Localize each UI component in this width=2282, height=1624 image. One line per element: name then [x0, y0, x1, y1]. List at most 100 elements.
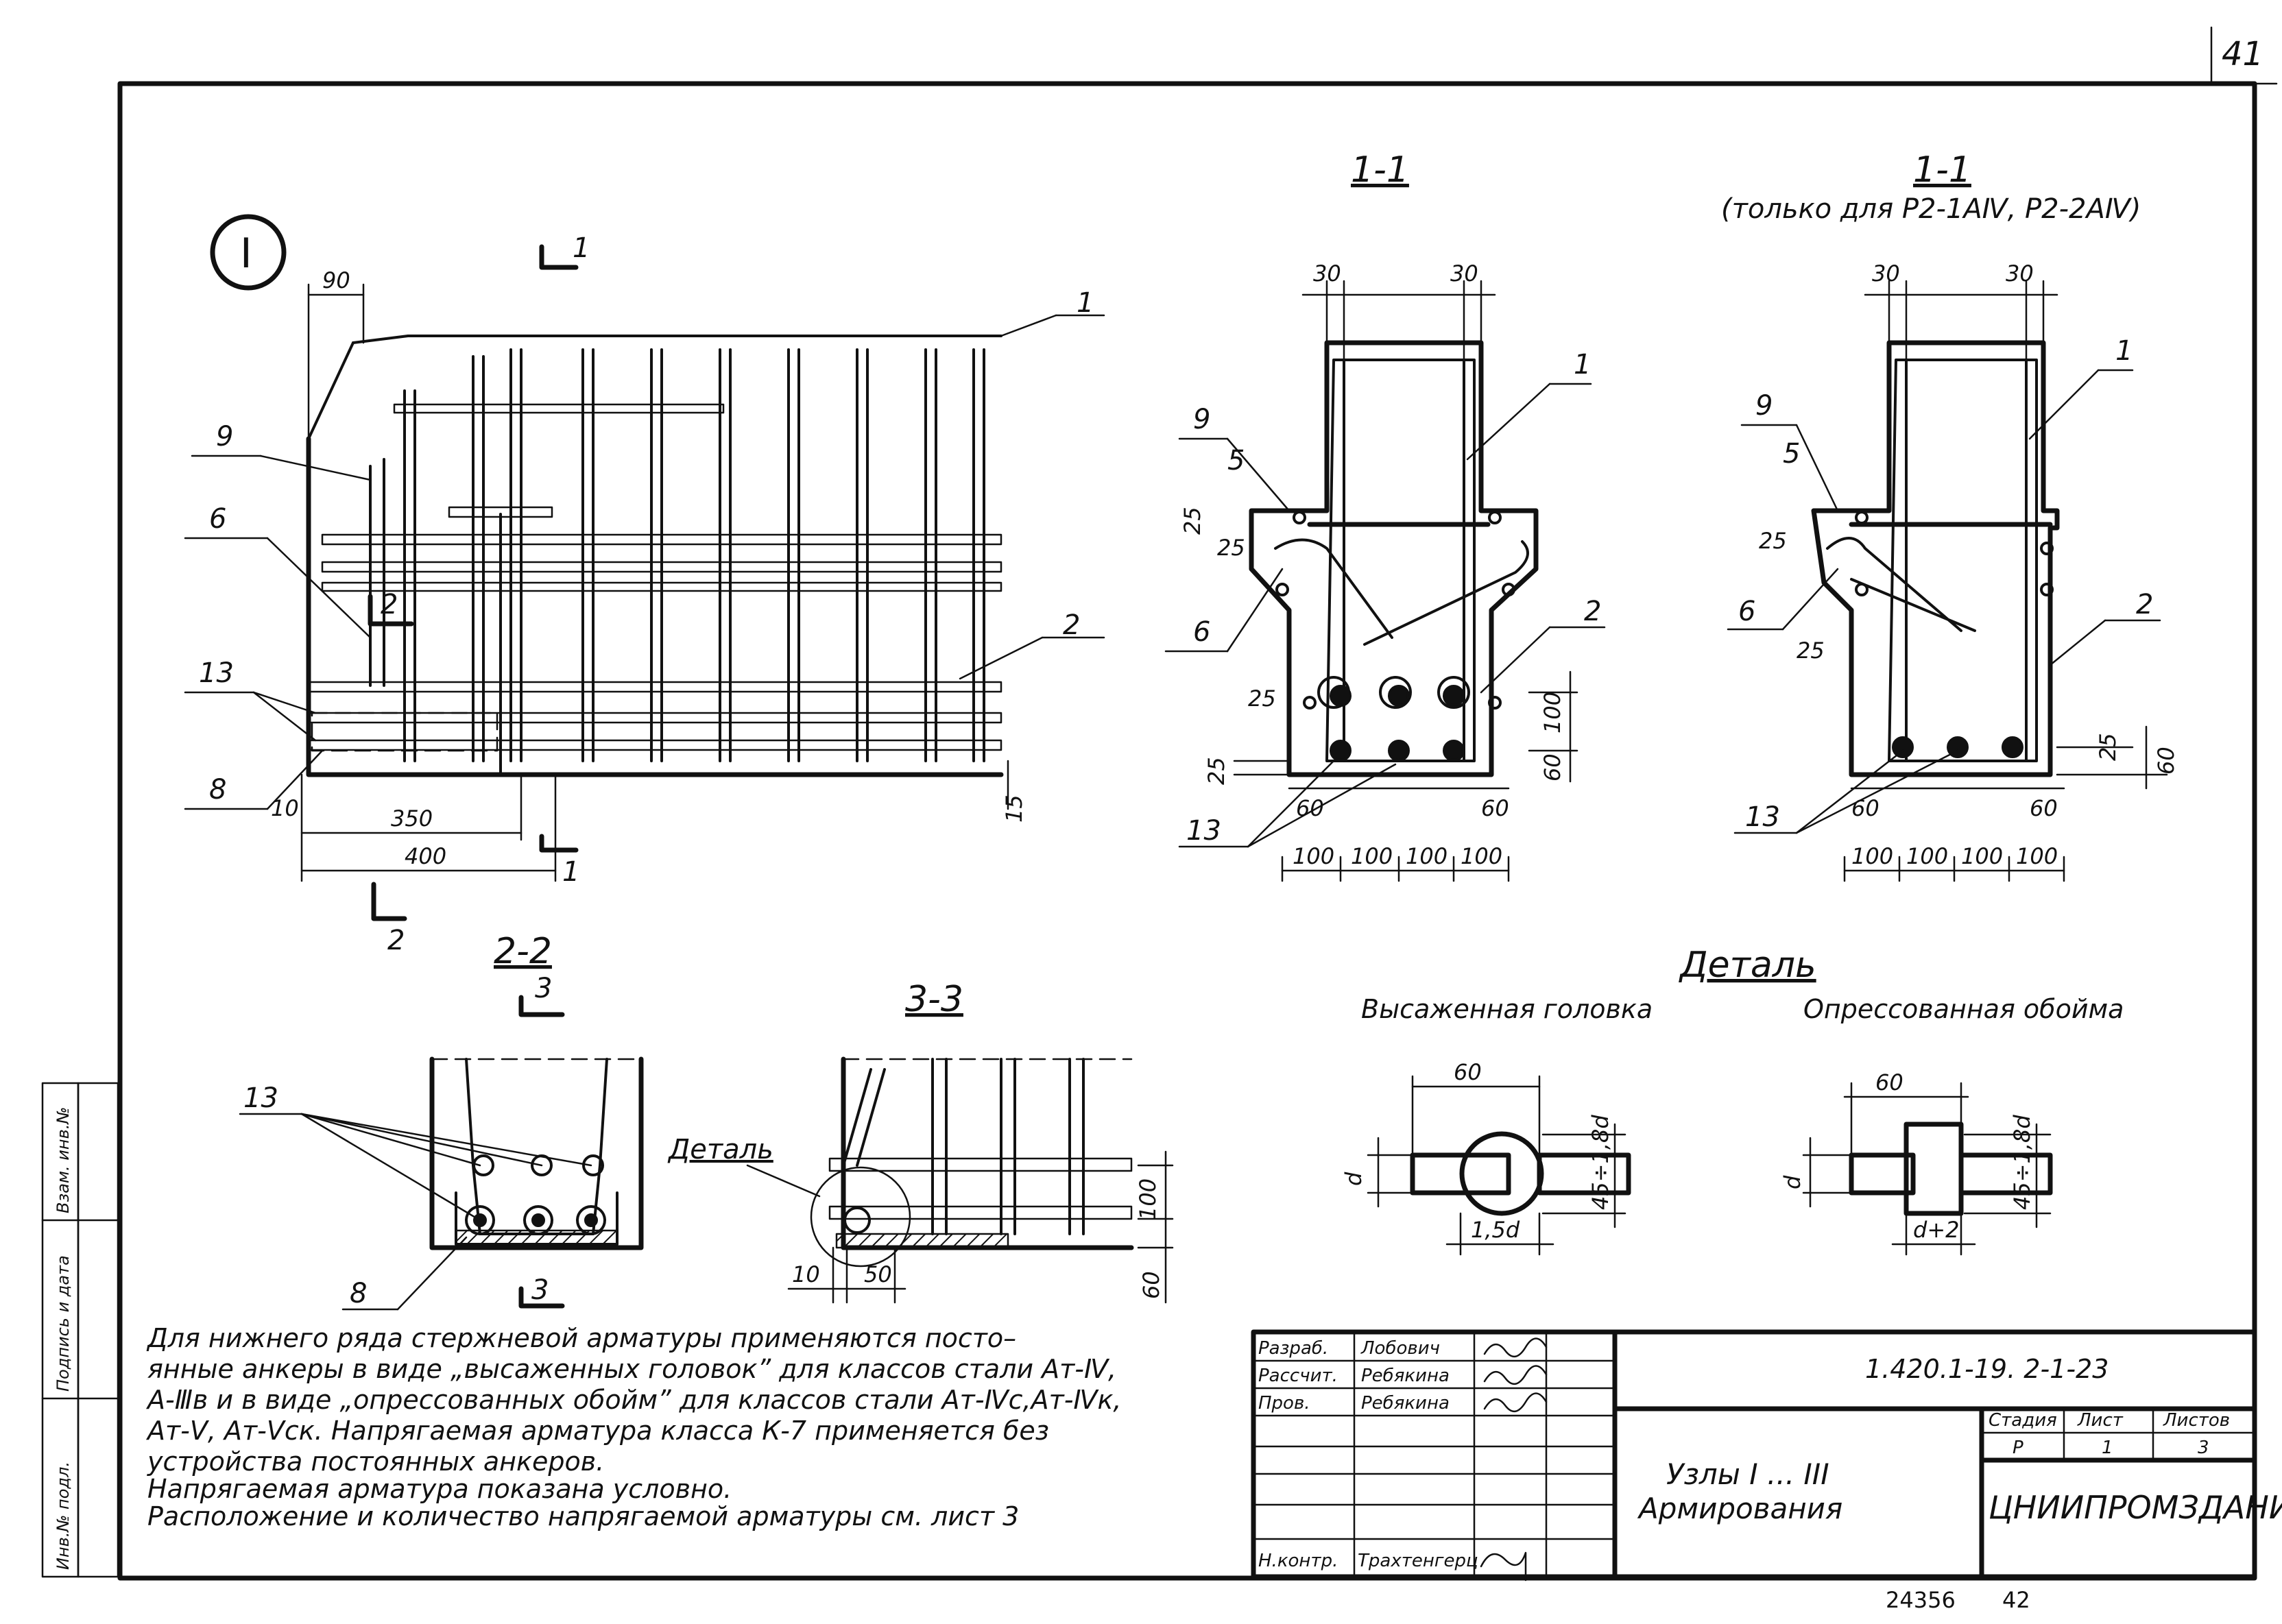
det-dim-15d: 1,5d [1471, 1217, 1520, 1243]
s11-dim-30b: 30 [1450, 260, 1478, 287]
signature-1 [1483, 1337, 1548, 1357]
detail-callout-label: Деталь [667, 1134, 773, 1165]
s33-dim-50: 50 [864, 1261, 892, 1287]
bottom-number-1: 24356 [1886, 1587, 1956, 1613]
side-stamp-replace: Взам. инв.№ [53, 1107, 73, 1213]
tb-role-2: Рассчит. [1258, 1366, 1338, 1386]
section-1-1-title: 1-1 [1351, 149, 1409, 191]
det-dim-60a: 60 [1454, 1059, 1482, 1085]
s11-dim-100v: 100 [1539, 692, 1565, 734]
s11b-dim-30a: 30 [1872, 260, 1900, 287]
tb-organization: ЦНИИПРОМЗДАНИЙ [1989, 1489, 2282, 1526]
elevation-stirrups [403, 348, 985, 762]
detail-headed-caption: Высаженная головка [1361, 994, 1653, 1024]
s11-dim-60b: 60 [1481, 795, 1509, 821]
s11-dim-60c: 60 [1539, 753, 1565, 781]
s11-pos-2: 2 [1584, 596, 1601, 627]
sheet-corner-number: 41 [2222, 35, 2263, 73]
s22-pos-13: 13 [243, 1082, 278, 1114]
s11b-pos-5: 5 [1783, 438, 1800, 470]
s11-dim-25c: 25 [1248, 686, 1276, 712]
s11-dim-100d: 100 [1461, 843, 1502, 869]
signature-2 [1483, 1365, 1548, 1385]
elev-pos-13: 13 [199, 657, 234, 689]
s11b-dim-100b: 100 [1906, 843, 1948, 869]
detail-title: Деталь [1679, 945, 1816, 986]
elevation-long-bars [307, 403, 1002, 776]
s11b-dim-25b: 25 [1797, 638, 1825, 664]
cut-mark-3a: 3 [535, 973, 552, 1004]
tb-name-3: Ребякина [1361, 1393, 1450, 1414]
tb-sheet-label: Лист [2077, 1410, 2124, 1431]
elev-pos-2: 2 [1063, 609, 1080, 641]
s11b-pos-9: 9 [1755, 390, 1773, 422]
section-1-1: 1-1 9 5 6 1 2 13 30 [1164, 149, 1606, 882]
s11-pos-13: 13 [1186, 815, 1221, 847]
tb-sheet-value: 1 [2102, 1438, 2113, 1458]
tb-role-8: Н.контр. [1258, 1551, 1338, 1571]
cut-mark-1a: 1 [573, 232, 590, 264]
node-marker-label: I [240, 230, 252, 278]
cut-mark-3b: 3 [531, 1274, 549, 1306]
section-1-1-only-bars [1855, 511, 2054, 758]
cut-mark-2a: 2 [381, 589, 398, 620]
s11b-pos-2: 2 [2136, 589, 2153, 620]
tb-role-1: Разраб. [1258, 1338, 1328, 1359]
tb-title-2: Армирования [1637, 1492, 1842, 1525]
tb-sheets-value: 3 [2198, 1438, 2209, 1458]
det-dim-d2: d [1779, 1175, 1805, 1189]
s33-dim-100: 100 [1135, 1178, 1161, 1220]
elev-dim-350: 350 [391, 805, 433, 832]
s11b-dim-60a: 60 [1851, 795, 1879, 821]
section-2-2-title: 2-2 [494, 931, 552, 972]
s11-pos-6: 6 [1193, 616, 1210, 648]
elev-pos-6: 6 [209, 503, 226, 535]
side-stamp-sign: Подпись и дата [53, 1255, 73, 1392]
note-line-6: Напрягаемая арматура показана условно. [147, 1474, 732, 1504]
elev-dim-15: 15 [1001, 795, 1027, 823]
s33-dim-60: 60 [1138, 1271, 1164, 1299]
note-line-7: Расположение и количество напрягаемой ар… [147, 1501, 1019, 1531]
s11-pos-1: 1 [1574, 349, 1591, 380]
tb-stage-label: Стадия [1989, 1410, 2057, 1431]
s11b-pos-6: 6 [1738, 596, 1755, 627]
section-1-1-bars [1275, 511, 1515, 762]
title-block: Разраб. Рассчит. Пров. Н.контр. Лобович … [1251, 1329, 2282, 1581]
det-dim-d1: d [1341, 1172, 1367, 1186]
s11-pos-9: 9 [1193, 404, 1210, 435]
side-stamp-inv: Инв.№ подл. [53, 1462, 73, 1570]
det-dim-d2b: d+2 [1913, 1217, 1959, 1243]
note-line-4: Aт-Ⅴ, Aт-Ⅴск. Напрягаемая арматура класс… [145, 1416, 1049, 1446]
side-stamp: Инв.№ подл. Подпись и дата Взам. инв.№ [41, 1082, 119, 1578]
elev-dim-90: 90 [322, 267, 350, 293]
tb-code: 1.420.1-19. 2-1-23 [1865, 1354, 2109, 1384]
section-3-3-title: 3-3 [905, 979, 963, 1020]
section-1-1-only: 1-1 (только для P2-1AⅣ, P2-2AⅣ) 9 5 6 1 … [1721, 149, 2179, 882]
sheet-frame: 41 [117, 26, 2278, 1581]
s11-dim-30a: 30 [1313, 260, 1341, 287]
s11-dim-100b: 100 [1351, 843, 1393, 869]
s11-dim-25b: 25 [1217, 535, 1245, 561]
s11b-dim-25a: 25 [1759, 528, 1787, 554]
tb-title-1: Узлы I ... III [1666, 1457, 1829, 1491]
detail-headed-anchor: 60 d 1,5d 45÷1,8d [1341, 1059, 1631, 1256]
elev-pos-1: 1 [1077, 287, 1094, 319]
bottom-number-2: 42 [2002, 1587, 2030, 1613]
section-1-1-only-note: (только для P2-1AⅣ, P2-2AⅣ) [1721, 193, 2141, 225]
s11-dim-25a: 25 [1179, 507, 1205, 535]
det-dim-45b: 45÷1,8d [2009, 1115, 2035, 1210]
s11-dim-60a: 60 [1296, 795, 1324, 821]
cut-mark-2b: 2 [387, 925, 405, 956]
elev-pos-8: 8 [209, 774, 226, 805]
s11b-dim-100a: 100 [1851, 843, 1893, 869]
s11b-dim-100c: 100 [1961, 843, 2003, 869]
s11b-dim-60c: 60 [2153, 747, 2179, 775]
elevation-node-i: I [184, 214, 1105, 956]
s11-pos-5: 5 [1227, 445, 1245, 476]
elev-dim-400: 400 [405, 843, 446, 869]
notes-block: Для нижнего ряда стержневой арматуры при… [145, 1323, 1122, 1531]
signature-8 [1480, 1551, 1527, 1581]
s11b-dim-100d: 100 [2016, 843, 2058, 869]
tb-sheets-label: Листов [2163, 1410, 2230, 1431]
s11b-dim-60b: 60 [2030, 795, 2058, 821]
